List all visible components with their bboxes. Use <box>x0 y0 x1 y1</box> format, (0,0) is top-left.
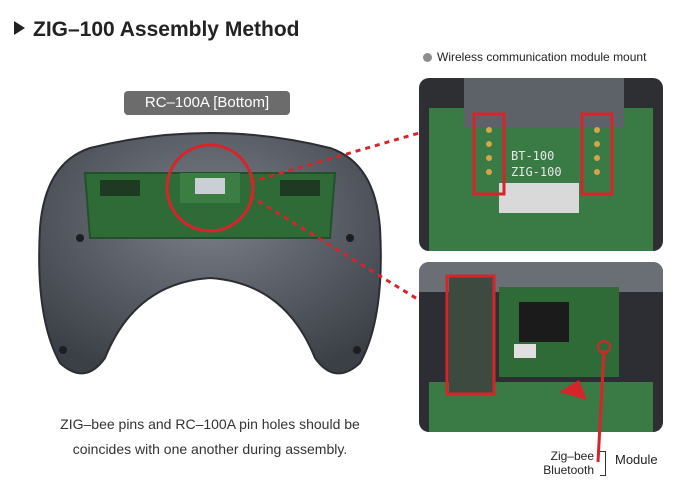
pcb-text-zig: ZIG-100 <box>511 165 562 179</box>
bluetooth-label: Bluetooth <box>543 463 594 477</box>
assembly-caption: ZIG–bee pins and RC–100A pin holes shoul… <box>30 412 390 462</box>
highlight-circle <box>165 143 255 233</box>
module-bracket <box>600 451 606 476</box>
zigbee-label: Zig–bee <box>550 449 594 463</box>
pointer-line-bottom <box>249 194 420 302</box>
module-edge <box>449 276 494 394</box>
triangle-bullet-icon <box>14 21 25 35</box>
pin-highlight-left <box>472 112 506 196</box>
pcb-chip <box>280 180 320 196</box>
module-chip <box>519 302 569 342</box>
screw <box>59 346 67 354</box>
module-label: Module <box>615 452 658 467</box>
caption-line-1: ZIG–bee pins and RC–100A pin holes shoul… <box>60 416 360 432</box>
caption-line-2: coincides with one another during assemb… <box>72 441 348 457</box>
page-heading: ZIG–100 Assembly Method <box>14 18 299 42</box>
heading-text: ZIG–100 Assembly Method <box>33 18 300 41</box>
module-crystal <box>514 344 536 358</box>
pcb-white-pad <box>499 183 579 213</box>
pcb-chip <box>100 180 140 196</box>
edge-highlight <box>445 274 496 396</box>
module-photo <box>419 262 663 432</box>
screw <box>353 346 361 354</box>
screw <box>76 234 84 242</box>
controller-bottom-image <box>38 132 382 375</box>
mount-label-text: Wireless communication module mount <box>437 50 647 64</box>
pin-highlight-right <box>580 112 614 196</box>
pcb-text-bt: BT-100 <box>511 149 554 163</box>
screw <box>346 234 354 242</box>
mount-label: Wireless communication module mount <box>423 50 646 64</box>
insert-arrow <box>559 380 587 400</box>
controller-label: RC–100A [Bottom] <box>124 91 290 115</box>
bullet-dot-icon <box>423 53 432 62</box>
module-connector <box>195 178 225 194</box>
mount-photo: BT-100 ZIG-100 <box>419 78 663 251</box>
